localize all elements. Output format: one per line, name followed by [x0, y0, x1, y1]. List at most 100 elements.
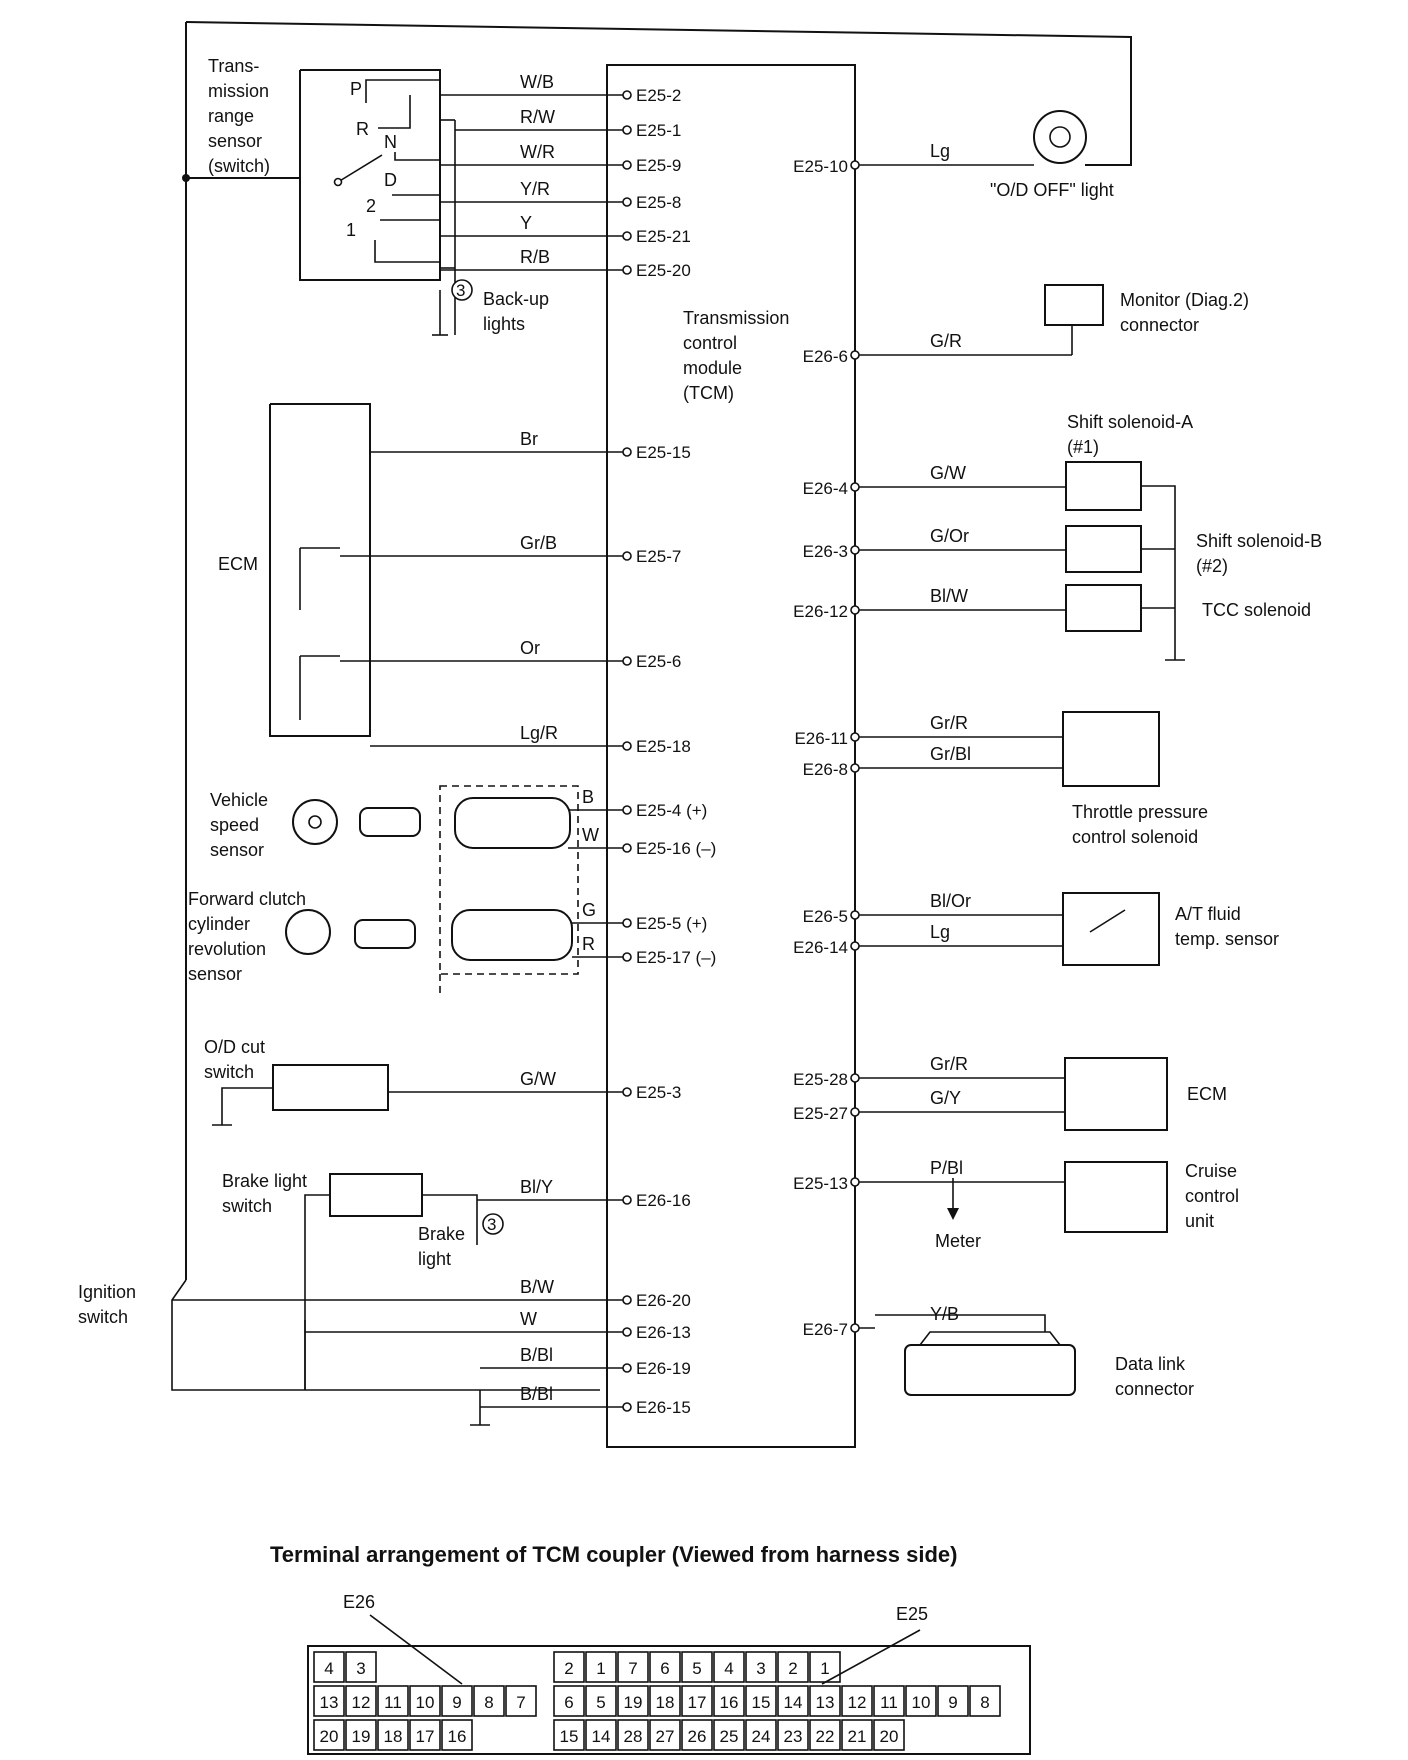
pos-p: P: [350, 79, 362, 99]
backup-label-1: Back-up: [483, 289, 549, 309]
e25-cell: 14: [592, 1727, 611, 1746]
left-pin-5: E25-20: [636, 261, 691, 280]
e25-cell: 15: [560, 1727, 579, 1746]
left-wires: W/BE25-2R/WE25-1W/RE25-9Y/RE25-8YE25-21R…: [172, 72, 716, 1417]
left-pin-14: E25-3: [636, 1083, 681, 1102]
sola-label-2: (#1): [1067, 437, 1099, 457]
left-pin-2: E25-9: [636, 156, 681, 175]
ecm-left: ECM: [218, 403, 371, 737]
e25-cell: 6: [564, 1693, 573, 1712]
right-wire-color-3: G/Or: [930, 526, 969, 546]
e26-cell: 11: [384, 1693, 402, 1712]
e25-cell: 21: [848, 1727, 867, 1746]
cruise-label-2: control: [1185, 1186, 1239, 1206]
range-sensor-label-1: Trans-: [208, 56, 259, 76]
left-pin-18: E26-19: [636, 1359, 691, 1378]
right-pin-3: E26-3: [803, 542, 848, 561]
right-wire-color-4: Bl/W: [930, 586, 968, 606]
ecm-right-label: ECM: [1187, 1084, 1227, 1104]
solb-label-2: (#2): [1196, 556, 1228, 576]
e25-cell: 9: [948, 1693, 957, 1712]
e25-cell: 26: [688, 1727, 707, 1746]
e25-cell: 16: [720, 1693, 739, 1712]
left-wire-color-3: Y/R: [520, 179, 550, 199]
left-pin-7: E25-7: [636, 547, 681, 566]
right-wire-color-9: Gr/R: [930, 1054, 968, 1074]
coupler-title: Terminal arrangement of TCM coupler (Vie…: [270, 1542, 957, 1567]
e25-label: E25: [896, 1604, 928, 1624]
fluid-label-1: A/T fluid: [1175, 904, 1241, 924]
right-wire-color-12: Y/B: [930, 1304, 959, 1324]
left-pin-3: E25-8: [636, 193, 681, 212]
e25-cell: 6: [660, 1659, 669, 1678]
left-pin-1: E25-1: [636, 121, 681, 140]
left-wire-color-4: Y: [520, 213, 532, 233]
left-wire-color-13: R: [582, 934, 595, 954]
cruise-label-1: Cruise: [1185, 1161, 1237, 1181]
right-wire-color-7: Bl/Or: [930, 891, 971, 911]
e25-cell: 20: [880, 1727, 899, 1746]
monitor-label-2: connector: [1120, 315, 1199, 335]
e26-cell: 20: [320, 1727, 339, 1746]
right-wire-color-1: G/R: [930, 331, 962, 351]
right-pin-6: E26-8: [803, 760, 848, 779]
left-pin-10: E25-4 (+): [636, 801, 707, 820]
dlc-label-1: Data link: [1115, 1354, 1186, 1374]
e25-cell: 14: [784, 1693, 803, 1712]
vss-label-3: sensor: [210, 840, 264, 860]
pos-r: R: [356, 119, 369, 139]
speed-sensors: Vehicle speed sensor Forward clutch cyli…: [188, 785, 579, 995]
e25-cell: 10: [912, 1693, 931, 1712]
dlc-label-2: connector: [1115, 1379, 1194, 1399]
e26-cell: 4: [324, 1659, 333, 1678]
vss-label-1: Vehicle: [210, 790, 268, 810]
e25-cell: 4: [724, 1659, 733, 1678]
right-pin-4: E26-12: [793, 602, 848, 621]
tcm-module: Transmission control module (TCM): [606, 64, 856, 1448]
vss-label-2: speed: [210, 815, 259, 835]
left-wire-color-1: R/W: [520, 107, 555, 127]
e25-cell: 1: [596, 1659, 605, 1678]
brake-ref: 3: [487, 1215, 496, 1234]
fwd-label-4: sensor: [188, 964, 242, 984]
meter-label: Meter: [935, 1231, 981, 1251]
sola-label-1: Shift solenoid-A: [1067, 412, 1193, 432]
power-frame: [182, 21, 1132, 1280]
e25-cell: 3: [756, 1659, 765, 1678]
e25-cell: 2: [564, 1659, 573, 1678]
e26-cell: 10: [416, 1693, 435, 1712]
left-wire-color-9: Lg/R: [520, 723, 558, 743]
left-pin-4: E25-21: [636, 227, 691, 246]
fwd-label-1: Forward clutch: [188, 889, 306, 909]
range-sensor: Trans- mission range sensor (switch) P R…: [208, 56, 549, 336]
ignition-label-1: Ignition: [78, 1282, 136, 1302]
range-sensor-label-4: sensor: [208, 131, 262, 151]
e25-cell: 5: [692, 1659, 701, 1678]
backup-ref: 3: [456, 281, 465, 300]
right-pin-2: E26-4: [803, 479, 848, 498]
right-pin-1: E26-6: [803, 347, 848, 366]
odcut-label-1: O/D cut: [204, 1037, 265, 1057]
e25-cell: 17: [688, 1693, 707, 1712]
monitor-label-1: Monitor (Diag.2): [1120, 290, 1249, 310]
left-pin-8: E25-6: [636, 652, 681, 671]
pos-2: 2: [366, 196, 376, 216]
left-wire-color-19: B/Bl: [520, 1384, 553, 1404]
left-pin-6: E25-15: [636, 443, 691, 462]
fluid-label-2: temp. sensor: [1175, 929, 1279, 949]
left-wire-color-16: B/W: [520, 1277, 554, 1297]
right-pin-7: E26-5: [803, 907, 848, 926]
right-wire-color-2: G/W: [930, 463, 966, 483]
fwd-label-2: cylinder: [188, 914, 250, 934]
e26-cell: 16: [448, 1727, 467, 1746]
e25-cell: 13: [816, 1693, 835, 1712]
e26-cell: 9: [452, 1693, 461, 1712]
brakesw-label-2: switch: [222, 1196, 272, 1216]
left-wire-color-15: Bl/Y: [520, 1177, 553, 1197]
left-wire-color-6: Br: [520, 429, 538, 449]
e25-cell: 25: [720, 1727, 739, 1746]
range-sensor-label-3: range: [208, 106, 254, 126]
odcut-label-2: switch: [204, 1062, 254, 1082]
e26-cell: 17: [416, 1727, 435, 1746]
